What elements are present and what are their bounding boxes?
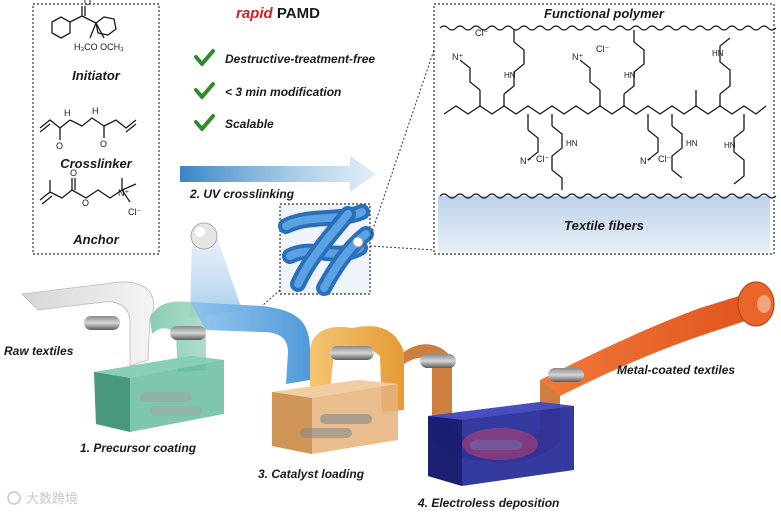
fiber-bundle xyxy=(278,204,374,296)
svg-text:Cl⁻: Cl⁻ xyxy=(596,44,609,54)
svg-text:N⁺: N⁺ xyxy=(118,188,129,198)
watermark-logo-icon xyxy=(7,491,21,505)
deposition-bath xyxy=(428,402,574,486)
anchor-structure xyxy=(39,178,137,205)
svg-text:O: O xyxy=(56,141,63,151)
crosslinked-textile xyxy=(190,302,310,384)
crosslinker-structure xyxy=(39,117,137,140)
svg-text:N⁺: N⁺ xyxy=(640,156,651,166)
watermark-text: 大数跨境 xyxy=(26,492,78,507)
feature-item: Destructive-treatment-free xyxy=(194,49,375,66)
roller xyxy=(420,354,456,368)
svg-text:O: O xyxy=(82,198,89,208)
feature-text: < 3 min modification xyxy=(225,85,341,99)
precursor-bath xyxy=(94,356,224,432)
svg-text:HN: HN xyxy=(566,139,578,148)
textile-fibers-label: Textile fibers xyxy=(564,218,644,233)
title-prefix: rapid xyxy=(236,5,274,22)
svg-text:HN: HN xyxy=(712,49,724,58)
roller xyxy=(330,346,374,360)
initiator-structure xyxy=(51,6,117,39)
svg-text:O: O xyxy=(84,0,91,7)
watermark: 大数跨境 xyxy=(7,491,78,507)
feature-text: Scalable xyxy=(225,117,274,131)
chloride-label: Cl⁻ xyxy=(475,28,488,38)
catalyst-step-label: 3. Catalyst loading xyxy=(258,467,365,481)
metal-coated-textiles-label: Metal-coated textiles xyxy=(617,363,735,377)
roller xyxy=(170,326,206,340)
check-icon xyxy=(194,49,215,66)
svg-text:O: O xyxy=(70,168,77,178)
zoom-callout-line xyxy=(369,49,435,239)
catalyst-bath xyxy=(272,380,398,454)
initiator-substituent: H₃CO OCH₃ xyxy=(74,42,124,52)
uv-arrow xyxy=(180,156,376,192)
feature-item: < 3 min modification xyxy=(194,82,341,99)
check-icon xyxy=(194,114,215,131)
raw-textile-sheet xyxy=(21,281,155,367)
initiator-label: Initiator xyxy=(72,68,121,83)
polymer-backbone xyxy=(443,30,767,190)
svg-text:N⁺: N⁺ xyxy=(572,52,583,62)
roller xyxy=(548,368,584,382)
amide-label: HN xyxy=(504,71,516,80)
metal-coated-ribbon xyxy=(540,292,760,396)
feature-text: Destructive-treatment-free xyxy=(225,52,375,66)
crosslinker-nh: H xyxy=(64,108,71,118)
anchor-label: Anchor xyxy=(72,232,119,247)
svg-text:HN: HN xyxy=(686,139,698,148)
metal-coated-roll xyxy=(737,281,775,327)
crosslinker-label: Crosslinker xyxy=(60,156,132,171)
svg-text:H: H xyxy=(92,106,99,116)
uv-lamp xyxy=(190,222,218,250)
title-main: PAMD xyxy=(273,5,320,22)
svg-text:HN: HN xyxy=(724,141,736,150)
svg-text:Cl⁻: Cl⁻ xyxy=(658,154,671,164)
roller-set xyxy=(84,316,584,382)
roller xyxy=(84,316,120,330)
uv-beam xyxy=(190,228,242,318)
uv-step-label: 2. UV crosslinking xyxy=(189,187,295,201)
svg-text:O: O xyxy=(100,139,107,149)
check-icon xyxy=(194,82,215,99)
textile-fiber-layer xyxy=(438,196,770,252)
svg-text:HN: HN xyxy=(624,71,636,80)
polymer-title: Functional polymer xyxy=(544,6,665,21)
feature-item: Scalable xyxy=(194,114,274,131)
svg-text:Cl⁻: Cl⁻ xyxy=(536,154,549,164)
anchor-counterion: Cl⁻ xyxy=(128,207,141,217)
deposition-step-label: 4. Electroless deposition xyxy=(417,496,559,510)
svg-text:N⁺: N⁺ xyxy=(452,52,463,62)
diagram-title: rapid PAMD xyxy=(236,5,320,22)
feature-list: Destructive-treatment-free < 3 min modif… xyxy=(194,49,375,131)
zoom-callout-line xyxy=(369,245,435,251)
precursor-step-label: 1. Precursor coating xyxy=(80,441,197,455)
raw-textiles-label: Raw textiles xyxy=(4,344,74,358)
svg-text:N⁺: N⁺ xyxy=(520,156,531,166)
